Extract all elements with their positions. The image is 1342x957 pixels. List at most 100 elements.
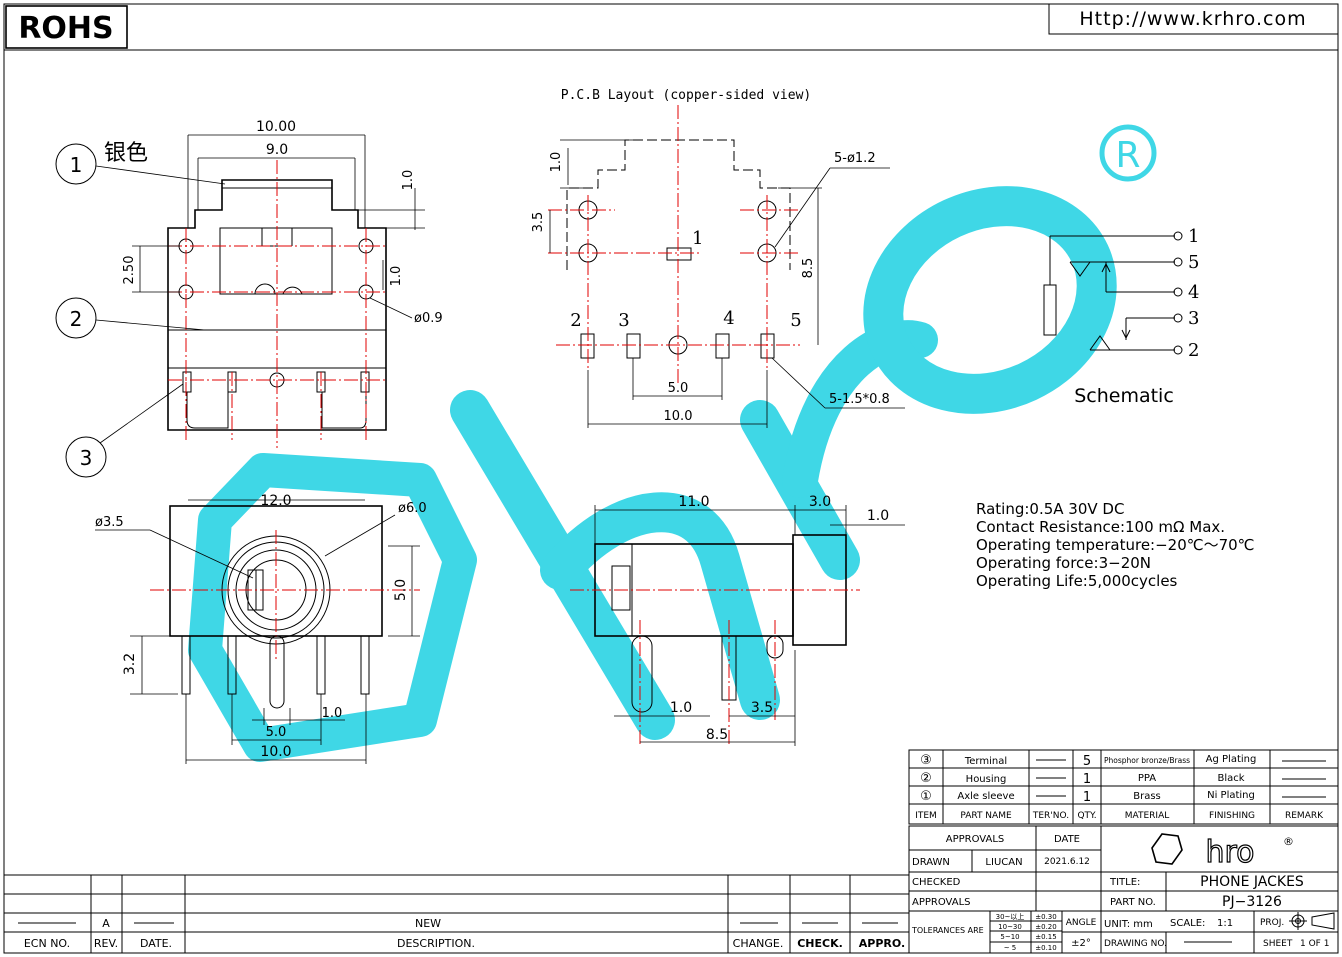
tol-value-1: ±0.20	[1035, 923, 1056, 931]
side-dim-head-small: 1.0	[867, 508, 889, 524]
tb-tolerances-label: TOLERANCES ARE	[911, 926, 984, 935]
rev-description: NEW	[415, 917, 441, 930]
pcb-dim-mid: 5.0	[668, 381, 689, 396]
bom-item-2: ②	[920, 771, 932, 786]
bom-header-finishing: FINISHING	[1209, 811, 1255, 821]
bom-part-sleeve: Axle sleeve	[957, 791, 1014, 802]
tb-title-label: TITLE:	[1109, 877, 1140, 888]
callout-1: 1	[70, 153, 83, 177]
title-block: APPROVALS DATE DRAWN LIUCAN 2021.6.12 CH…	[908, 825, 1339, 954]
dim-front-hole: ø0.9	[414, 311, 443, 326]
side-dim-pin-a: 1.0	[670, 700, 692, 716]
tol-range-0: 30~以上	[996, 912, 1025, 921]
bom-header-qty: QTY.	[1077, 811, 1096, 821]
url-box	[1048, 3, 1339, 35]
tb-sheet-value: 1 OF 1	[1300, 939, 1329, 949]
tb-proj-label: PROJ.	[1260, 918, 1284, 928]
pcb-dim-right: 8.5	[801, 258, 816, 279]
pcb-pin-4: 4	[723, 308, 734, 329]
pcb-layout: P.C.B Layout (copper-sided view) 1.0 1 2…	[531, 88, 905, 428]
spec-temperature: Operating temperature:−20℃～70℃	[976, 536, 1255, 554]
bom-qty-sleeve: 1	[1083, 790, 1091, 805]
bom-item-3: ③	[920, 753, 932, 768]
rev-header-check: CHECK.	[797, 937, 843, 950]
bottom-dim-width: 12.0	[260, 493, 291, 509]
pcb-pin-3: 3	[618, 310, 629, 331]
bom-material-sleeve: Brass	[1133, 791, 1161, 802]
tb-approvals-row: APPROVALS	[912, 897, 971, 908]
dim-front-width: 10.00	[256, 119, 296, 135]
spec-rating: Rating:0.5A 30V DC	[976, 500, 1124, 518]
schematic-pin-4: 4	[1188, 282, 1199, 303]
rev-header-appro: APPRO.	[859, 937, 905, 950]
tb-drawn-label: DRAWN	[912, 857, 950, 868]
dim-front-right: 1.0	[389, 266, 404, 287]
rohs-label: ROHS	[18, 11, 113, 46]
pcb-pin-2: 2	[570, 310, 581, 331]
schematic-pin-1: 1	[1188, 226, 1199, 247]
pcb-pin-1: 1	[692, 228, 703, 249]
side-view: 11.0 3.0 1.0 1.0 3.5 8.5	[570, 494, 905, 746]
callout-1-note: 银色	[104, 141, 148, 166]
rev-header-ecn: ECN NO.	[24, 937, 70, 950]
side-dim-length: 11.0	[678, 494, 709, 510]
bom-finishing-sleeve: Ni Plating	[1207, 790, 1255, 801]
spec-list: Rating:0.5A 30V DC Contact Resistance:10…	[976, 500, 1255, 590]
bom-header-ter: TER'NO.	[1032, 811, 1069, 821]
side-dim-pin-total: 8.5	[706, 727, 728, 743]
schematic-pin-5: 5	[1188, 252, 1199, 273]
bom-finishing-housing: Black	[1217, 773, 1244, 784]
dim-front-top: 1.0	[401, 170, 416, 191]
tb-scale-value: 1:1	[1217, 918, 1233, 929]
dim-front-pitch: 2.50	[122, 256, 137, 285]
tb-checked-label: CHECKED	[912, 877, 961, 888]
rev-value: A	[102, 917, 110, 930]
schematic-pin-3: 3	[1188, 308, 1199, 329]
tb-drawn-date: 2021.6.12	[1044, 857, 1090, 867]
bom-material-housing: PPA	[1138, 773, 1156, 784]
tb-sheet-label: SHEET	[1263, 939, 1293, 949]
logo-text: hro	[1205, 835, 1254, 870]
tol-range-2: 5~10	[1000, 933, 1019, 941]
tb-drawn-by: LIUCAN	[985, 857, 1022, 868]
watermark-logo: R	[188, 124, 1157, 762]
bom-material-terminal: Phosphor bronze/Brass	[1104, 756, 1190, 765]
logo-reg: ®	[1283, 835, 1294, 848]
website-url: Http://www.krhro.com	[1079, 8, 1306, 30]
rev-header-change: CHANGE.	[733, 937, 784, 950]
rev-header-rev: REV.	[94, 937, 118, 950]
front-view: 10.00 9.0 1.0 2.50 1.0 ø0.9 1 银色 2 3	[55, 119, 443, 478]
schematic-title: Schematic	[1074, 385, 1174, 407]
bom-qty-terminal: 5	[1083, 754, 1091, 769]
rev-header-description: DESCRIPTION.	[397, 937, 475, 950]
bom-header-item: ITEM	[915, 811, 937, 821]
tb-angle-value: ±2°	[1071, 938, 1091, 949]
tb-approvals-label: APPROVALS	[946, 834, 1005, 845]
side-dim-head: 3.0	[809, 494, 831, 510]
rohs-box	[5, 5, 128, 49]
tb-partno-label: PART NO.	[1110, 897, 1156, 908]
bom-item-1: ①	[920, 789, 932, 804]
bom-qty-housing: 1	[1083, 772, 1091, 787]
pcb-pin-5: 5	[790, 310, 801, 331]
side-dim-pin-b: 3.5	[751, 700, 773, 716]
watermark-reg-mark: R	[1115, 135, 1140, 176]
callout-3: 3	[80, 446, 93, 470]
revision-block: A NEW ECN NO. REV. DATE. DESCRIPTION. CH…	[4, 874, 909, 953]
sheet-frame	[3, 3, 1339, 954]
bom-table: ③ Terminal 5 Phosphor bronze/Brass Ag Pl…	[908, 749, 1339, 825]
bottom-dim-leg: 3.2	[122, 653, 138, 675]
pcb-holes-note: 5-ø1.2	[834, 151, 876, 166]
tb-unit: UNIT: mm	[1104, 919, 1153, 930]
hro-logo: hro ®	[1151, 833, 1294, 871]
projection-icon	[1289, 912, 1335, 930]
bottom-dim-pitch-small: 1.0	[322, 706, 343, 721]
tb-angle-label: ANGLE	[1066, 918, 1097, 928]
tb-scale-label: SCALE:	[1170, 918, 1205, 929]
bottom-dim-pitch-mid: 5.0	[266, 725, 287, 740]
bom-header-material: MATERIAL	[1125, 811, 1170, 821]
tol-value-0: ±0.30	[1035, 913, 1056, 921]
bottom-dim-total: 10.0	[260, 744, 291, 760]
tb-partno-value: PJ−3126	[1222, 894, 1282, 910]
tol-value-2: ±0.15	[1035, 933, 1056, 941]
